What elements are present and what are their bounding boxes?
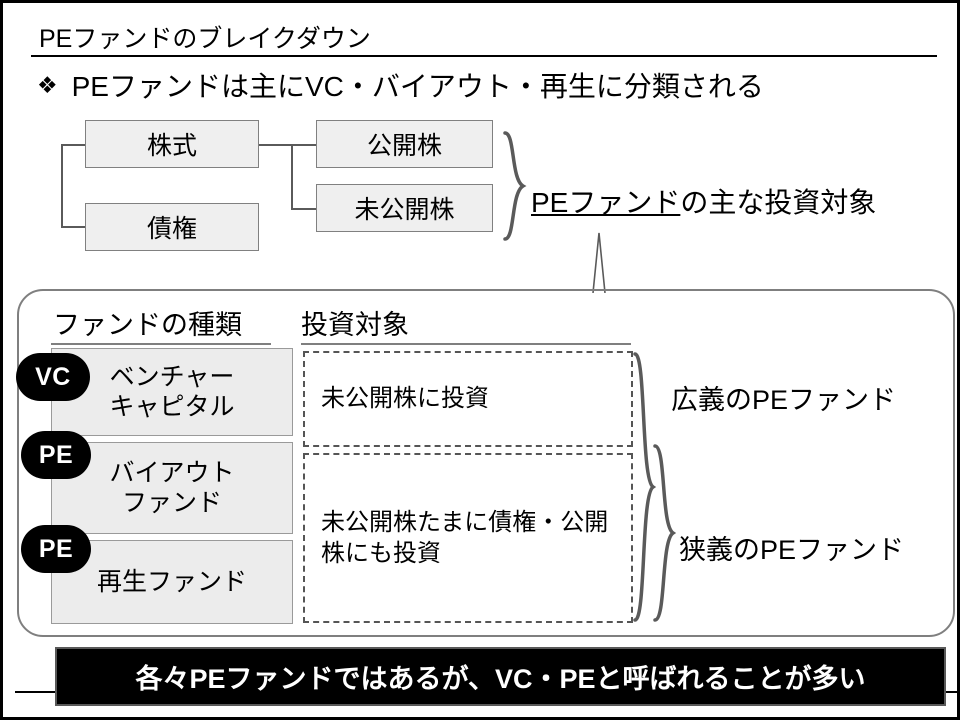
badge-vc: VC [16,353,90,401]
brace-top-icon [503,131,527,241]
fund-breakdown-panel [17,289,955,637]
tree-box-public-stock: 公開株 [316,120,493,168]
callout-spike-icon [592,232,606,293]
banner-tail-left [15,691,57,693]
diamond-bullet-icon: ❖ [37,71,58,98]
label-narrow-pe-fund: 狭義のPEファンド [679,535,905,565]
fund-box-buyout: バイアウト ファンド [51,442,293,534]
column-header-fund-type: ファンドの種類 [53,310,242,340]
header-rule-investment-target [301,343,631,345]
fund-vc-line1: ベンチャー [109,362,235,391]
bottom-banner-text: 各々PEファンドではあるが、VC・PEと呼ばれることが多い [135,664,866,694]
target-box-mixed: 未公開株たまに債権・公開株にも投資 [303,453,633,623]
connector-left-bottom [61,226,86,228]
bullet-text: PEファンドは主にVC・バイアウト・再生に分類される [71,71,764,102]
connector-right-vertical [291,144,293,209]
tree-box-equity: 株式 [85,120,259,168]
brace-narrow-icon [653,444,677,622]
connector-right-top [291,144,317,146]
fund-revival-line1: 再生ファンド [96,567,247,596]
connector-left-top [61,144,86,146]
target-box-private-only: 未公開株に投資 [303,351,633,447]
fund-vc-line2: キャピタル [109,393,235,421]
badge-pe-buyout: PE [21,431,91,479]
fund-box-revival: 再生ファンド [51,540,293,624]
fund-buyout-line1: バイアウト [109,458,235,487]
bullet-line: ❖ PEファンドは主にVC・バイアウト・再生に分類される [37,65,764,105]
page-title: PEファンドのブレイクダウン [39,25,371,53]
brace-broad-icon [633,352,657,622]
label-main-investment-target: PEファンドの主な投資対象 [531,181,876,221]
tree-box-private-stock: 未公開株 [316,184,493,232]
connector-left-vertical [61,144,63,227]
title-divider [31,55,937,57]
banner-tail-right [944,691,957,693]
label-broad-pe-fund: 広義のPEファンド [671,385,897,415]
bottom-banner: 各々PEファンドではあるが、VC・PEと呼ばれることが多い [55,647,946,706]
tree-box-debt: 債権 [85,203,259,251]
label-main-target-suffix: の主な投資対象 [680,187,877,218]
fund-box-venture-capital: ベンチャー キャピタル [51,348,293,436]
fund-buyout-line2: ファンド [121,489,222,517]
column-header-investment-target: 投資対象 [301,310,409,340]
connector-right-bottom [291,208,317,210]
connector-equity-out [259,144,292,146]
label-pe-fund-underlined: PEファンド [531,187,681,218]
header-rule-fund-type [51,343,271,345]
badge-pe-revival: PE [21,525,91,573]
